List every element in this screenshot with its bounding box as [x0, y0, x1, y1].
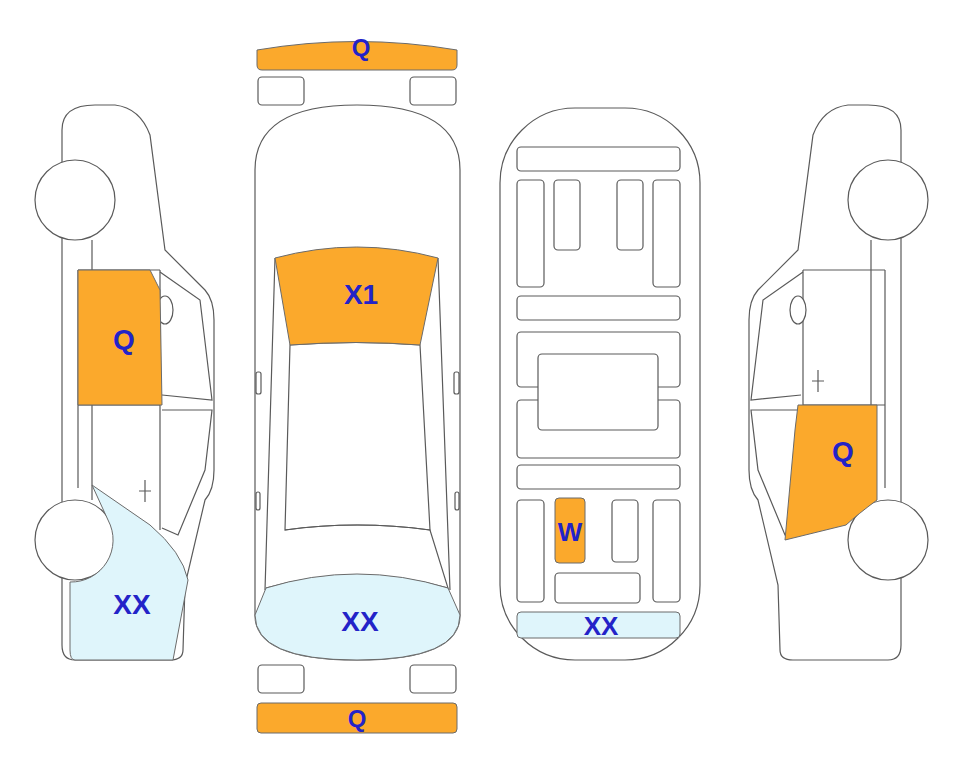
windshield-damage: X1 — [274, 236, 440, 346]
underside-panels — [517, 147, 680, 603]
panel — [555, 573, 640, 603]
left-rear-quarter-damage: XX — [69, 484, 189, 661]
car-body-under — [500, 108, 700, 660]
panel — [517, 180, 544, 287]
front-bumper-damage: Q — [256, 32, 458, 71]
rear-underside-damage: XX — [516, 611, 681, 639]
panel — [612, 500, 638, 562]
right-side-view — [749, 105, 928, 660]
right-rear-door-damage: Q — [784, 404, 878, 541]
region-outline — [69, 484, 189, 661]
damage-code: Q — [348, 707, 367, 731]
panel — [517, 296, 680, 320]
region-fill — [555, 498, 585, 563]
car-body-top — [255, 105, 460, 660]
panel — [653, 500, 680, 602]
left-side-view — [35, 105, 214, 660]
mirror — [256, 372, 261, 394]
rear-top-damage: XX — [254, 559, 461, 661]
damage-code: Q — [832, 438, 854, 466]
region-fill — [257, 703, 457, 733]
roof — [285, 343, 430, 531]
damage-code: Q — [352, 36, 371, 60]
region-fill — [255, 574, 460, 660]
panel — [653, 180, 680, 287]
damage-code: XX — [341, 608, 378, 636]
damage-code: X1 — [344, 281, 378, 309]
region-fill — [275, 247, 438, 345]
panel — [517, 465, 680, 489]
panel — [538, 354, 658, 430]
region-fill — [70, 485, 188, 660]
rear-light — [258, 665, 304, 693]
rear-light — [410, 665, 456, 693]
panel — [617, 180, 643, 250]
front-light — [258, 77, 304, 105]
panel — [517, 500, 544, 602]
damage-code: XX — [113, 591, 150, 619]
left-front-door-damage: Q — [77, 269, 163, 406]
region-fill — [785, 405, 877, 540]
rear-bumper-damage: Q — [256, 702, 458, 734]
underside-damage: W — [554, 497, 586, 564]
door-handle — [455, 492, 459, 510]
damage-code: XX — [584, 613, 619, 639]
front-light — [410, 77, 456, 105]
damage-code: W — [558, 519, 583, 545]
panel — [517, 147, 680, 171]
panel — [554, 180, 580, 250]
region-fill — [78, 270, 162, 405]
damage-code: Q — [113, 326, 135, 354]
door-handle — [256, 492, 260, 510]
region-fill — [517, 612, 680, 638]
mirror — [454, 372, 459, 394]
region-outline — [784, 404, 878, 541]
